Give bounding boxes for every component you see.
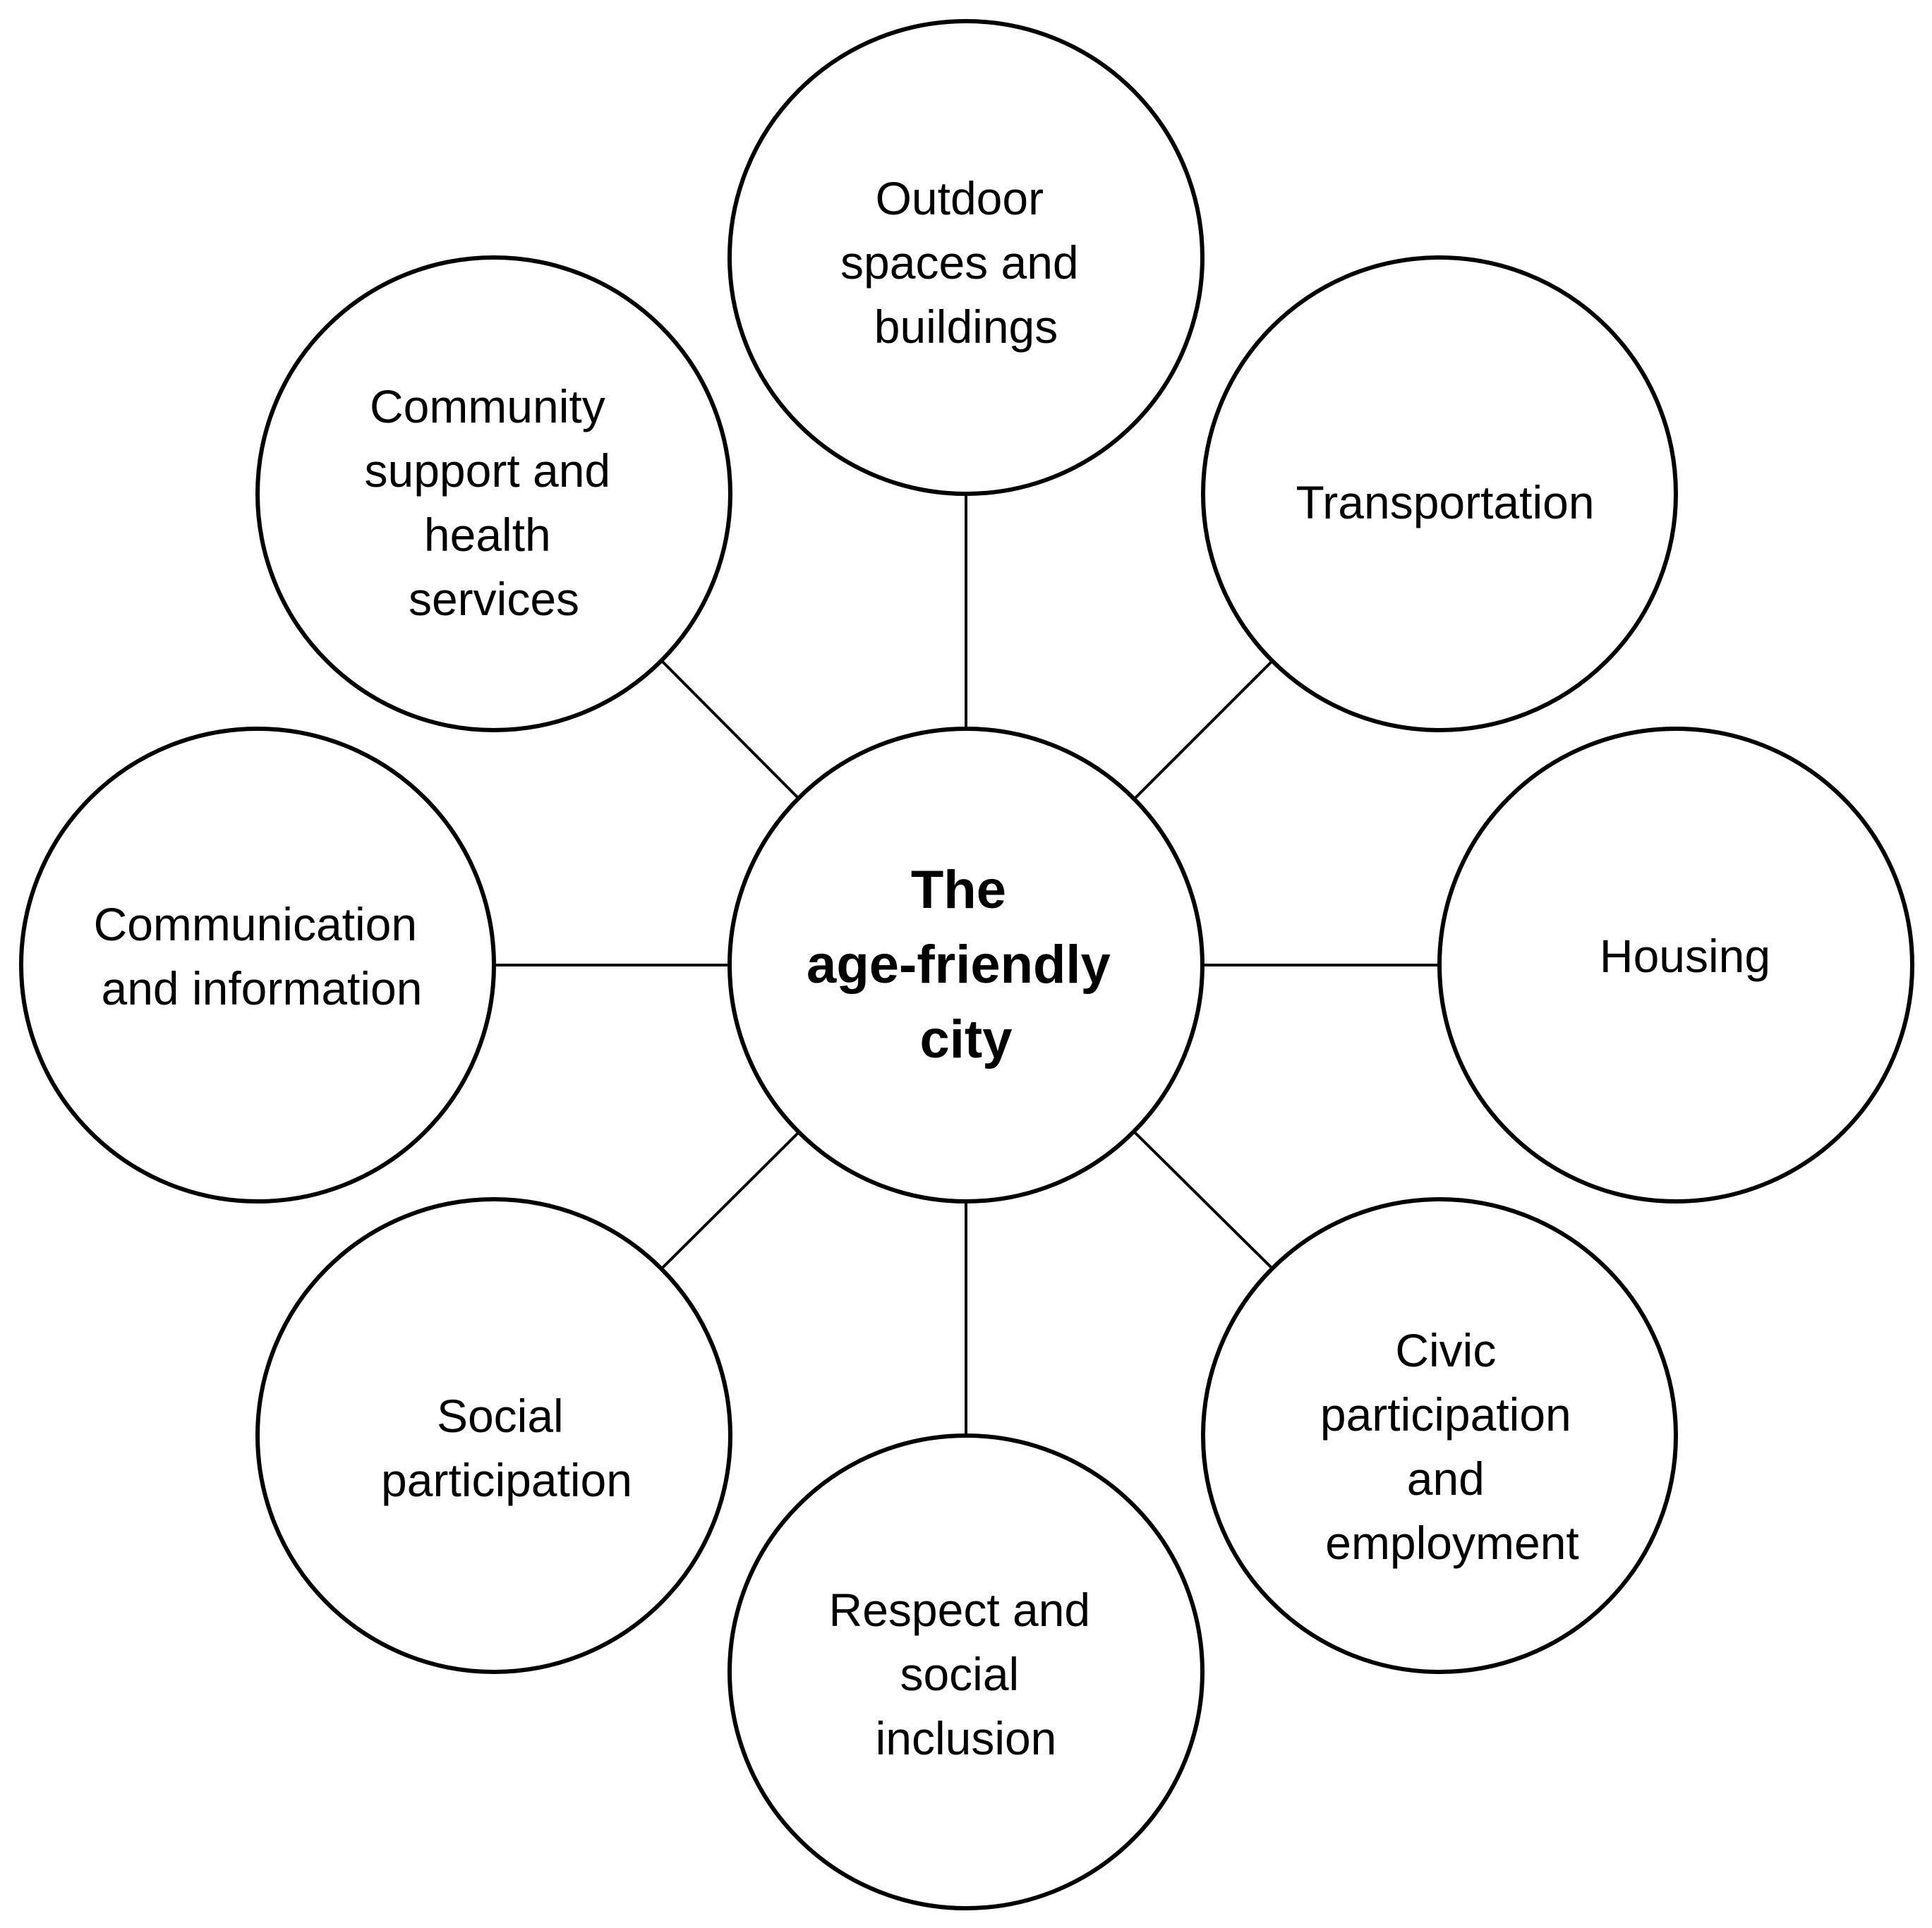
node-social-participation: Social participation [255,1197,732,1674]
svg-text:Transportation: Transportation [1296,476,1594,528]
node-label-line: inclusion [876,1712,1057,1764]
node-label-line: Transportation [1296,476,1594,528]
node-label-line: Civic [1395,1324,1496,1376]
node-label-line: support and [365,444,611,497]
node-outdoor-spaces: Outdoor spaces and buildings [727,19,1205,496]
node-respect-inclusion: Respect and social inclusion [727,1433,1205,1910]
svg-text:Housing: Housing [1600,930,1770,982]
node-label-line: Housing [1600,930,1770,982]
svg-text:Social participation: Social participation [381,1390,632,1506]
node-label-line: Community [370,380,605,432]
node-label-line: health [424,509,551,561]
node-housing: Housing [1437,727,1914,1204]
svg-text:The age-friendly c: The age-friendly city [807,860,1125,1069]
svg-text:Respect and social: Respect and social inclusion [829,1584,1104,1764]
connector-civic [1134,1132,1275,1271]
svg-text:Civic participation: Civic participation and employment [1320,1324,1584,1569]
center-label-line: The [911,860,1006,920]
node-label-line: Communication [94,898,418,950]
node-transportation: Transportation [1201,255,1678,732]
connector-social [659,1132,799,1271]
node-label-line: participation [381,1454,632,1506]
node-label-line: employment [1325,1517,1579,1569]
node-label-line: Outdoor [876,172,1044,224]
node-label-line: participation [1320,1388,1571,1441]
node-community-support: Community support and health services [255,255,732,732]
node-label-line: and [1407,1453,1485,1505]
node-label-line: buildings [874,301,1058,353]
center-label-line: city [920,1010,1013,1069]
node-label-line: spaces and [840,236,1079,289]
svg-text:Communication and inform: Communication and information [94,898,430,1014]
svg-text:Outdoor spaces and: Outdoor spaces and buildings [840,172,1092,353]
svg-text:Community support and: Community support and health services [365,380,624,625]
connector-community [659,658,799,799]
node-communication-information: Communication and information [19,727,496,1204]
node-label-line: social [900,1648,1019,1700]
node-label-line: services [409,573,579,625]
node-label-line: and information [102,962,423,1014]
node-label-line: Social [437,1390,564,1442]
center-label-line: age-friendly [807,935,1111,995]
center-node: The age-friendly city [727,727,1205,1204]
node-civic-participation: Civic participation and employment [1201,1197,1678,1674]
node-label-line: Respect and [829,1584,1091,1636]
connector-transportation [1134,658,1275,799]
